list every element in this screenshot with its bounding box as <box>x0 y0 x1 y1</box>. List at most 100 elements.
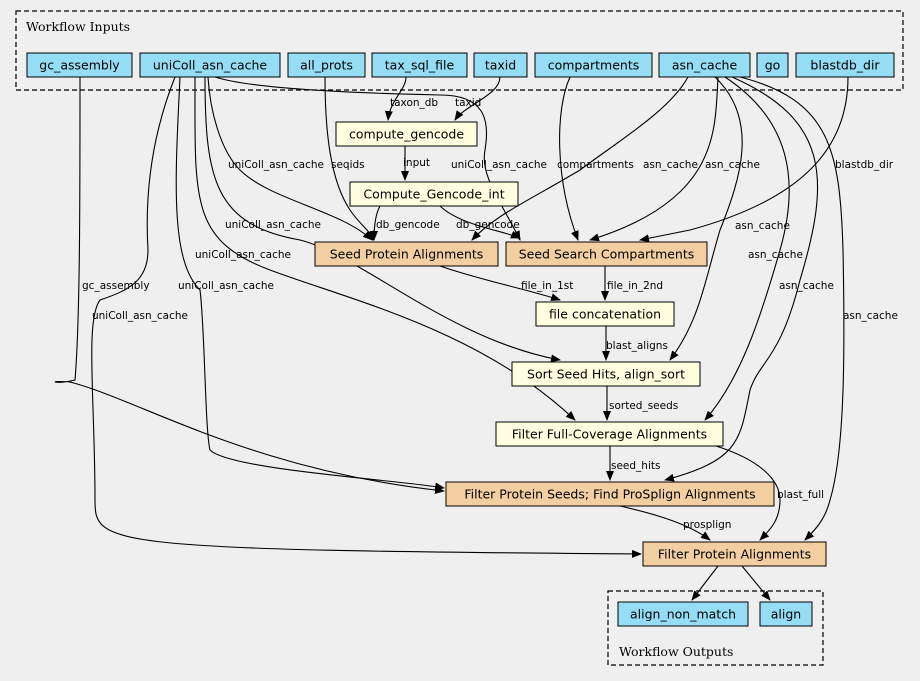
node-compute-gencode[interactable]: compute_gencode <box>335 121 478 147</box>
edge-unicoll-asn-cache-to-sort-seed-hits <box>204 76 561 363</box>
node-label: Filter Protein Seeds; Find ProSplign Ali… <box>464 487 755 502</box>
edge-unicoll-asn-cache-to-filter-protein-alignments <box>91 76 642 558</box>
node-box <box>349 181 519 207</box>
node-box <box>756 52 789 78</box>
outputs-cluster-label: Workflow Outputs <box>619 644 733 659</box>
node-box <box>617 601 749 627</box>
edge-label: prosplign <box>683 519 731 531</box>
node-filter-full-coverage[interactable]: Filter Full-Coverage Alignments <box>495 421 724 447</box>
node-sort-seed-hits[interactable]: Sort Seed Hits, align_sort <box>511 361 701 387</box>
node-label: go <box>765 58 781 73</box>
node-label: Seed Protein Alignments <box>330 247 484 262</box>
node-box <box>495 421 724 447</box>
edge-compartments-to-seed-search-compartments <box>559 76 579 241</box>
edge-label: db_gencode <box>456 219 520 231</box>
node-box <box>534 52 653 78</box>
edge-label: taxon_db <box>390 97 438 109</box>
node-label: taxid <box>485 58 516 73</box>
node-compute-gencode-int[interactable]: Compute_Gencode_int <box>349 181 519 207</box>
inputs-cluster <box>15 10 904 91</box>
node-label: all_prots <box>300 58 353 73</box>
node-label: Compute_Gencode_int <box>363 187 504 202</box>
node-align-non-match[interactable]: align_non_match <box>617 601 749 627</box>
edge-label: asn_cache <box>643 159 698 171</box>
edge-label: uniColl_asn_cache <box>228 159 324 171</box>
edge-asn-cache-to-filter-full-coverage <box>704 76 790 421</box>
node-label: Filter Protein Alignments <box>658 547 811 562</box>
node-box <box>26 52 133 78</box>
edge-label: blast_aligns <box>606 340 668 352</box>
node-box <box>759 601 813 627</box>
inputs-cluster-label: Workflow Inputs <box>26 19 130 34</box>
edge-compute-gencode-int-to-seed-protein-alignments <box>370 205 381 241</box>
node-box <box>473 52 528 78</box>
node-label: align <box>771 607 801 622</box>
edge-label: taxid <box>455 97 481 109</box>
node-filter-protein-seeds[interactable]: Filter Protein Seeds; Find ProSplign Ali… <box>445 481 775 507</box>
edge-asn-cache-to-seed-protein-alignments <box>471 76 689 241</box>
node-seed-protein-alignments[interactable]: Seed Protein Alignments <box>314 241 499 267</box>
edge-unicoll-asn-cache-to-filter-protein-seeds <box>175 76 445 491</box>
node-box <box>535 301 675 327</box>
edge-label: db_gencode <box>376 219 440 231</box>
node-label: compartments <box>548 58 640 73</box>
edge-label: asn_cache <box>779 280 834 292</box>
edge-label: uniColl_asn_cache <box>451 159 547 171</box>
edge-label: blastdb_dir <box>835 159 894 171</box>
edge-label: uniColl_asn_cache <box>92 310 188 322</box>
edge-gc-assembly-to-filter-protein-seeds <box>54 76 445 495</box>
node-label: Sort Seed Hits, align_sort <box>527 367 685 382</box>
edge-filter-protein-alignments-to-align <box>741 565 771 601</box>
node-all-prots[interactable]: all_prots <box>287 52 366 78</box>
node-unicoll-asn-cache[interactable]: uniColl_asn_cache <box>139 52 281 78</box>
node-label: blastdb_dir <box>810 58 880 73</box>
edge-filter-protein-alignments-to-align-non-match <box>691 565 719 601</box>
node-blastdb-dir[interactable]: blastdb_dir <box>795 52 895 78</box>
edge-unicoll-asn-cache-to-filter-full-coverage <box>194 76 576 421</box>
edge-label: uniColl_asn_cache <box>225 219 321 231</box>
edge-label: file_in_1st <box>521 280 573 292</box>
node-align[interactable]: align <box>759 601 813 627</box>
edge-filter-protein-seeds-to-filter-protein-alignments <box>619 505 711 541</box>
node-box <box>139 52 281 78</box>
edge-label: input <box>403 157 430 169</box>
edge-label: sorted_seeds <box>609 400 678 412</box>
node-box <box>505 241 708 267</box>
edge-seed-protein-alignments-to-file-concatenation <box>439 265 561 301</box>
edge-label: seqids <box>331 159 365 171</box>
node-box <box>445 481 775 507</box>
node-label: Filter Full-Coverage Alignments <box>512 427 707 442</box>
edge-asn-cache-to-filter-protein-seeds <box>664 76 819 482</box>
node-label: asn_cache <box>672 58 738 73</box>
edge-label: uniColl_asn_cache <box>178 280 274 292</box>
node-label: gc_assembly <box>39 58 120 73</box>
node-label: Seed Search Compartments <box>519 247 695 262</box>
edge-label: asn_cache <box>735 220 790 232</box>
node-label: file concatenation <box>549 307 661 322</box>
node-tax-sql-file[interactable]: tax_sql_file <box>371 52 468 78</box>
edge-label: asn_cache <box>748 249 803 261</box>
node-seed-search-compartments[interactable]: Seed Search Compartments <box>505 241 708 267</box>
edge-blastdb-dir-to-seed-search-compartments <box>639 76 849 243</box>
edge-label: compartments <box>557 159 634 171</box>
edge-label: uniColl_asn_cache <box>195 249 291 261</box>
node-go[interactable]: go <box>756 52 789 78</box>
node-taxid[interactable]: taxid <box>473 52 528 78</box>
node-compartments[interactable]: compartments <box>534 52 653 78</box>
node-file-concatenation[interactable]: file concatenation <box>535 301 675 327</box>
edge-label: asn_cache <box>843 310 898 322</box>
node-box <box>371 52 468 78</box>
node-box <box>335 121 478 147</box>
node-asn-cache[interactable]: asn_cache <box>658 52 751 78</box>
edge-label: seed_hits <box>611 460 660 472</box>
node-label: tax_sql_file <box>385 58 455 73</box>
edge-unicoll-asn-cache-to-seed-protein-alignments <box>207 76 373 241</box>
node-box <box>287 52 366 78</box>
node-filter-protein-alignments[interactable]: Filter Protein Alignments <box>642 541 827 567</box>
node-label: align_non_match <box>630 607 736 622</box>
node-gc-assembly[interactable]: gc_assembly <box>26 52 133 78</box>
edge-asn-cache-to-sort-seed-hits <box>669 76 743 361</box>
edge-filter-full-coverage-to-filter-protein-alignments <box>715 445 781 541</box>
node-box <box>642 541 827 567</box>
